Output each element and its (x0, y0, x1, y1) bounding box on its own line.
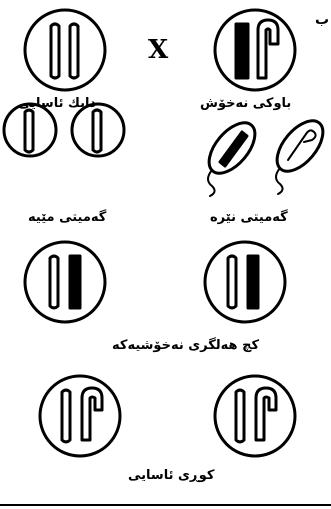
x-chromosome-normal (25, 110, 33, 152)
mother-label: دایك ئاسایی (18, 96, 96, 112)
x-chromosome-affected (70, 256, 80, 308)
y-chromosome (258, 20, 278, 78)
normal-son-label: كوڕی ئاسایی (128, 468, 214, 484)
male-gamete-y (268, 113, 331, 194)
x-chromosome-affected (236, 24, 248, 78)
son-cell (215, 376, 295, 456)
son-cell (40, 376, 120, 456)
female-gamete-label: گەمیتی مێیە (28, 210, 106, 226)
cross-symbol: X (148, 36, 168, 64)
carrier-daughter-label: كچ هەلگری نەخۆشیەكە (112, 338, 259, 354)
x-chromosome-normal (50, 256, 58, 308)
x-chromosome-normal (62, 390, 70, 442)
x-chromosome-normal (228, 256, 236, 308)
sperm-tail (276, 168, 283, 194)
daughter-cell (205, 242, 285, 322)
panel-letter: ب (315, 12, 329, 28)
father-cell (215, 10, 295, 90)
y-chromosome (256, 388, 276, 440)
sperm-tail (208, 170, 215, 196)
daughter-cell (25, 242, 105, 322)
x-chromosome-normal (70, 24, 78, 78)
male-gamete-affected-x (200, 115, 263, 196)
x-chromosome-normal (236, 390, 244, 442)
x-chromosome-normal (51, 24, 59, 78)
y-chromosome (82, 388, 102, 440)
male-gamete-label: گەمیتی نێرە (210, 210, 288, 226)
x-chromosome-normal (93, 110, 101, 152)
mother-cell (25, 10, 105, 90)
x-chromosome-affected (248, 256, 258, 308)
father-label: باوكی نەخۆش (200, 96, 291, 112)
